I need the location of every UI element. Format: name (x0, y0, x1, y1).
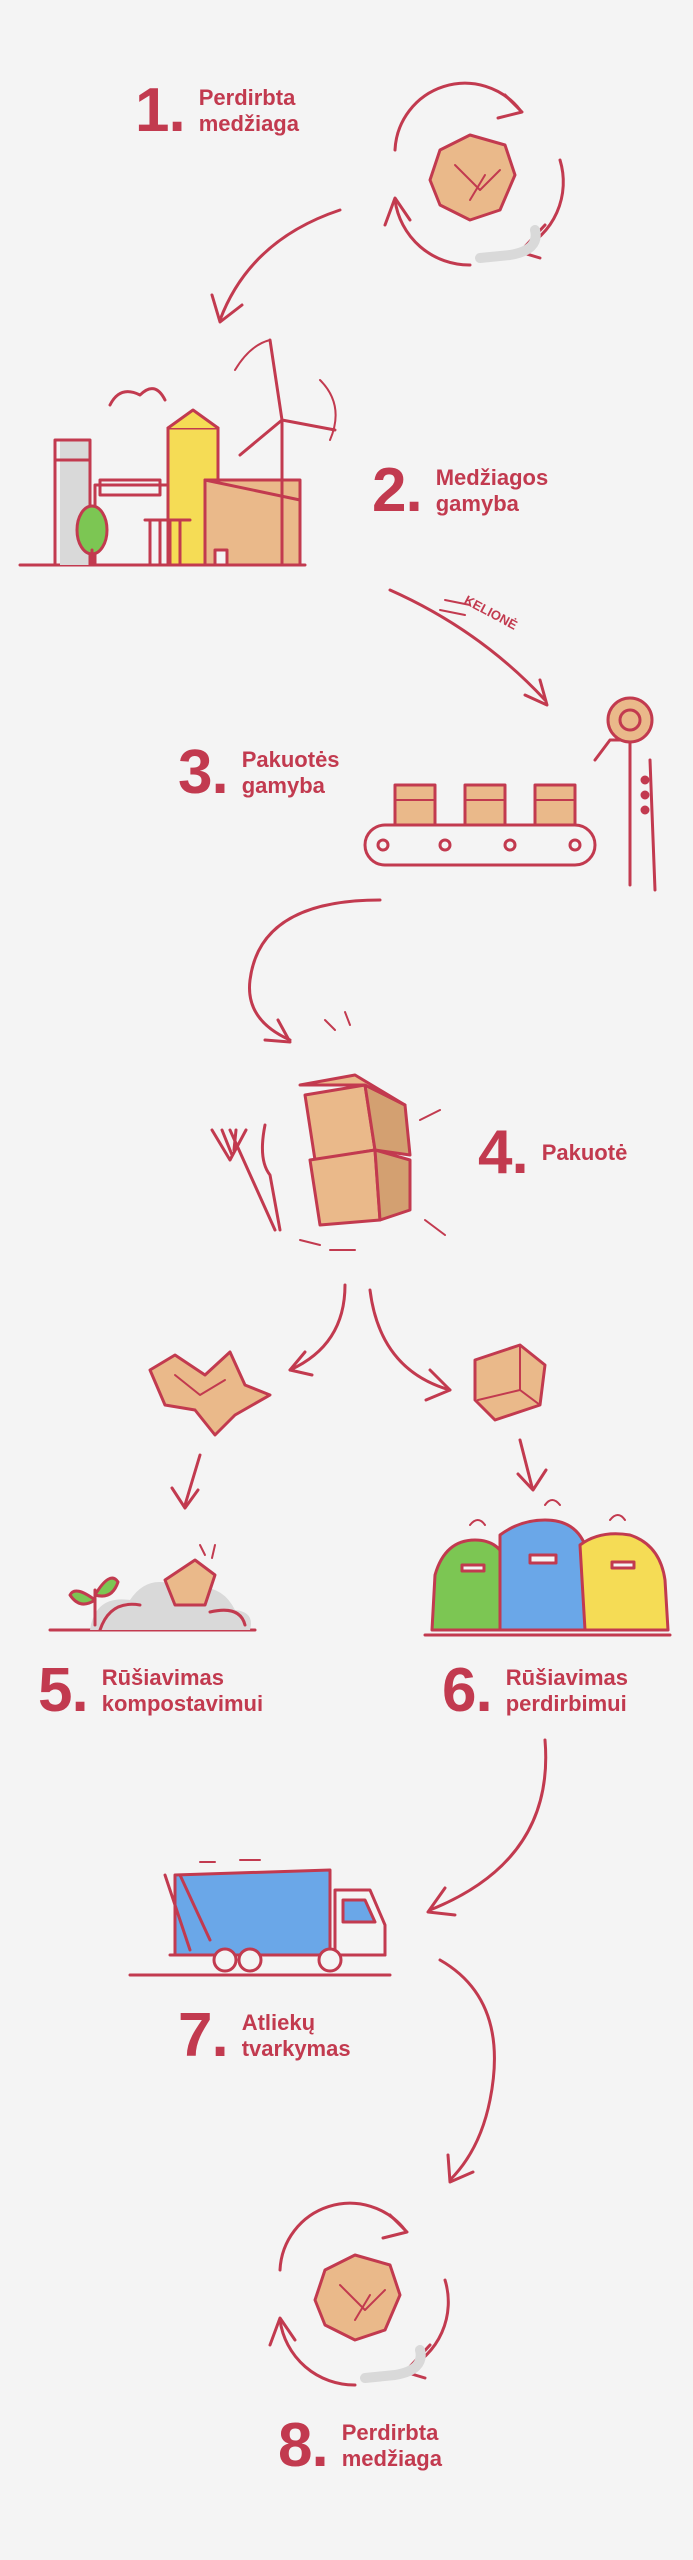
step-label-line2: perdirbimui (505, 1691, 627, 1716)
recycle-paper-icon (383, 81, 565, 267)
arrow-2-3 (388, 588, 549, 707)
step-label-line1: Perdirbta (341, 2419, 439, 2445)
arrow-6-7 (426, 1738, 548, 1917)
garbage-truck-icon (128, 1859, 392, 1977)
box-icon (473, 1343, 547, 1422)
step-label-line2: tvarkymas (241, 2036, 351, 2061)
step-label-line1: Pakuotė (541, 1139, 628, 1165)
step-number: 3. (178, 738, 229, 807)
step-number: 6. (442, 1656, 493, 1725)
step-label-line1: Rūšiavimas (505, 1664, 629, 1690)
factory-icon (18, 387, 307, 567)
recycling-bins-icon (423, 1499, 672, 1637)
step-label-line2: gamyba (241, 773, 325, 798)
step-label-line1: Atliekų (241, 2009, 316, 2035)
step-label-line1: Perdirbta (198, 84, 296, 110)
step-label-line2: gamyba (435, 491, 519, 516)
arrow-to-5 (170, 1453, 202, 1510)
step-4: 4. Pakuotė (478, 1122, 627, 1184)
step-number: 1. (135, 76, 186, 145)
box-stack-icon (298, 1011, 446, 1251)
conveyor-icon (363, 696, 657, 892)
arrow-3-4 (248, 898, 382, 1044)
step-number: 8. (278, 2411, 329, 2480)
arrow-7-8 (438, 1958, 496, 2184)
step-label-line2: medžiaga (198, 111, 299, 136)
arrow-to-6 (516, 1438, 548, 1492)
recycle-paper-icon (268, 2201, 450, 2387)
step-label-line2: medžiaga (341, 2446, 442, 2471)
fork-knife-icon (210, 1123, 282, 1232)
crumpled-box-icon (148, 1350, 272, 1437)
arrow-4-right (368, 1288, 452, 1402)
step-label-line1: Medžiagos (435, 464, 549, 490)
step-label-line2: kompostavimui (101, 1691, 264, 1716)
compost-icon (48, 1544, 257, 1632)
wind-turbine-icon (234, 338, 337, 567)
step-number: 5. (38, 1656, 89, 1725)
step-number: 4. (478, 1118, 529, 1187)
arrow-1-2 (210, 208, 342, 324)
arrow-4-left (288, 1283, 347, 1377)
step-number: 2. (372, 456, 423, 525)
step-label-line1: Rūšiavimas (101, 1664, 225, 1690)
step-label-line1: Pakuotės (241, 746, 340, 772)
step-number: 7. (178, 2001, 229, 2070)
